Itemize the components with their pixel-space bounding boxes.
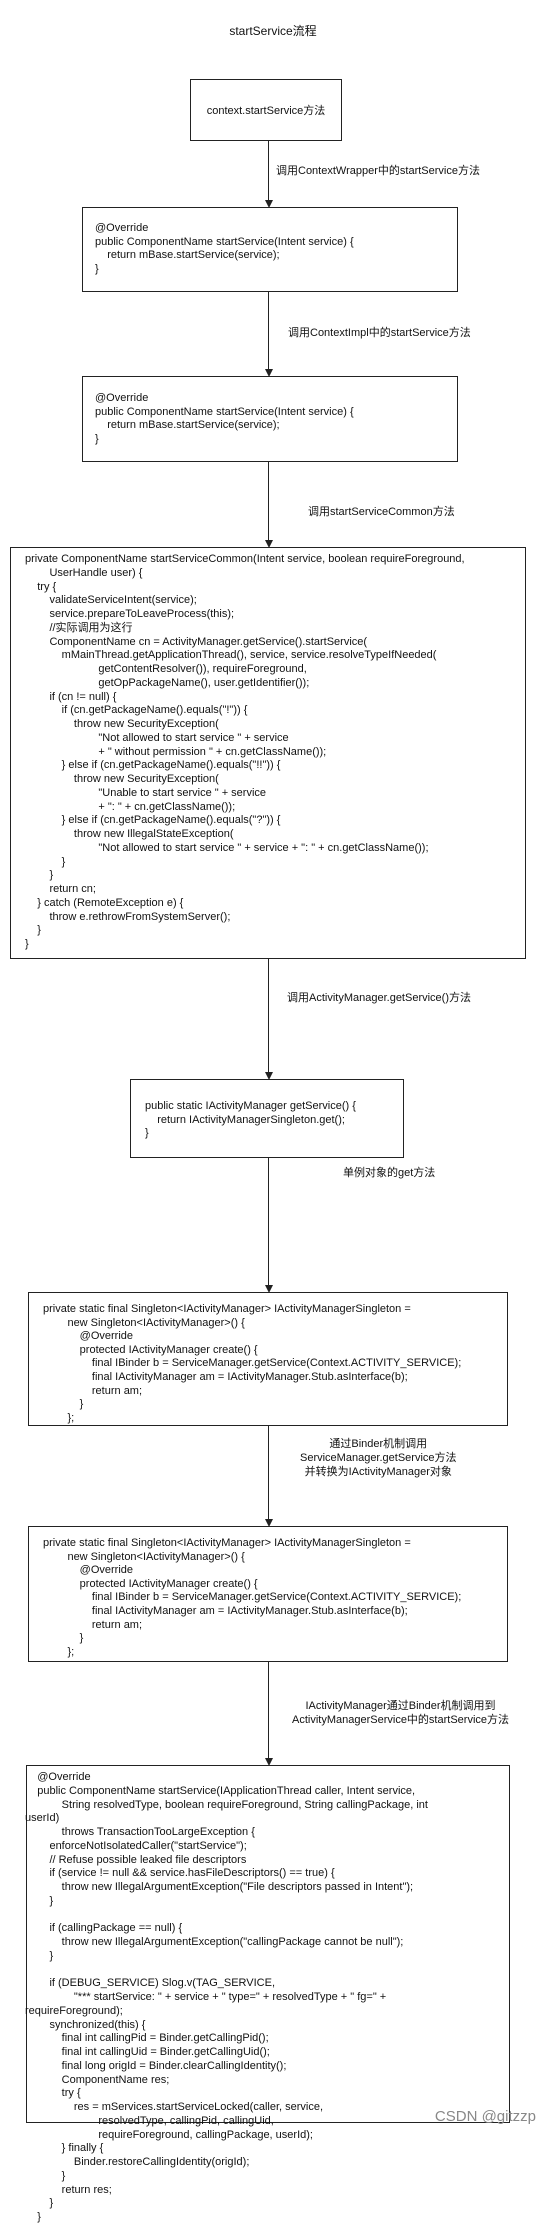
box-getservice: public static IActivityManager getServic…	[130, 1079, 404, 1158]
arrow-6	[268, 1426, 269, 1520]
box-contextimpl-startservice: @Override public ComponentName startServ…	[82, 376, 458, 462]
code-singleton-2: private static final Singleton<IActivity…	[43, 1537, 462, 1658]
code-contextimpl: @Override public ComponentName startServ…	[95, 392, 354, 445]
label-ams-startservice: IActivityManager通过Binder机制调用到 ActivityMa…	[292, 1700, 510, 1726]
diagram-title: startService流程	[229, 24, 317, 38]
code-ams-startservice: @Override public ComponentName startServ…	[25, 1771, 428, 2223]
arrow-1-head	[265, 200, 273, 208]
arrow-5-head	[265, 1285, 273, 1293]
arrow-7	[268, 1662, 269, 1759]
box-singleton-2: private static final Singleton<IActivity…	[28, 1526, 508, 1662]
code-startservicecommon: private ComponentName startServiceCommon…	[25, 553, 465, 950]
box-ams-startservice: @Override public ComponentName startServ…	[25, 1765, 510, 2223]
box-context-startservice-label: context.startService方法	[206, 105, 326, 117]
label-contextwrapper: 调用ContextWrapper中的startService方法	[276, 165, 480, 177]
arrow-6-head	[265, 1519, 273, 1527]
watermark: CSDN @gitzzp	[434, 2108, 536, 2125]
arrow-4-head	[265, 1072, 273, 1080]
arrow-5	[268, 1158, 269, 1286]
label-getservice: 调用ActivityManager.getService()方法	[287, 992, 471, 1004]
box-startservicecommon: private ComponentName startServiceCommon…	[10, 547, 526, 959]
code-contextwrapper: @Override public ComponentName startServ…	[95, 222, 354, 275]
arrow-4	[268, 959, 269, 1073]
box-context-startservice: context.startService方法	[190, 79, 342, 141]
box-singleton-1: private static final Singleton<IActivity…	[28, 1292, 508, 1426]
label-binder-servicemanager: 通过Binder机制调用 ServiceManager.getService方法…	[300, 1438, 457, 1478]
label-singleton-get: 单例对象的get方法	[343, 1167, 436, 1179]
arrow-7-head	[265, 1758, 273, 1766]
arrow-1	[268, 141, 269, 201]
arrow-2	[268, 292, 269, 370]
code-getservice: public static IActivityManager getServic…	[145, 1100, 356, 1140]
arrow-3	[268, 462, 269, 541]
arrow-3-head	[265, 540, 273, 548]
code-singleton-1: private static final Singleton<IActivity…	[43, 1303, 462, 1424]
label-startservicecommon: 调用startServiceCommon方法	[308, 506, 455, 518]
arrow-2-head	[265, 369, 273, 377]
label-contextimpl: 调用ContextImpl中的startService方法	[288, 327, 471, 339]
box-contextwrapper-startservice: @Override public ComponentName startServ…	[82, 207, 458, 292]
